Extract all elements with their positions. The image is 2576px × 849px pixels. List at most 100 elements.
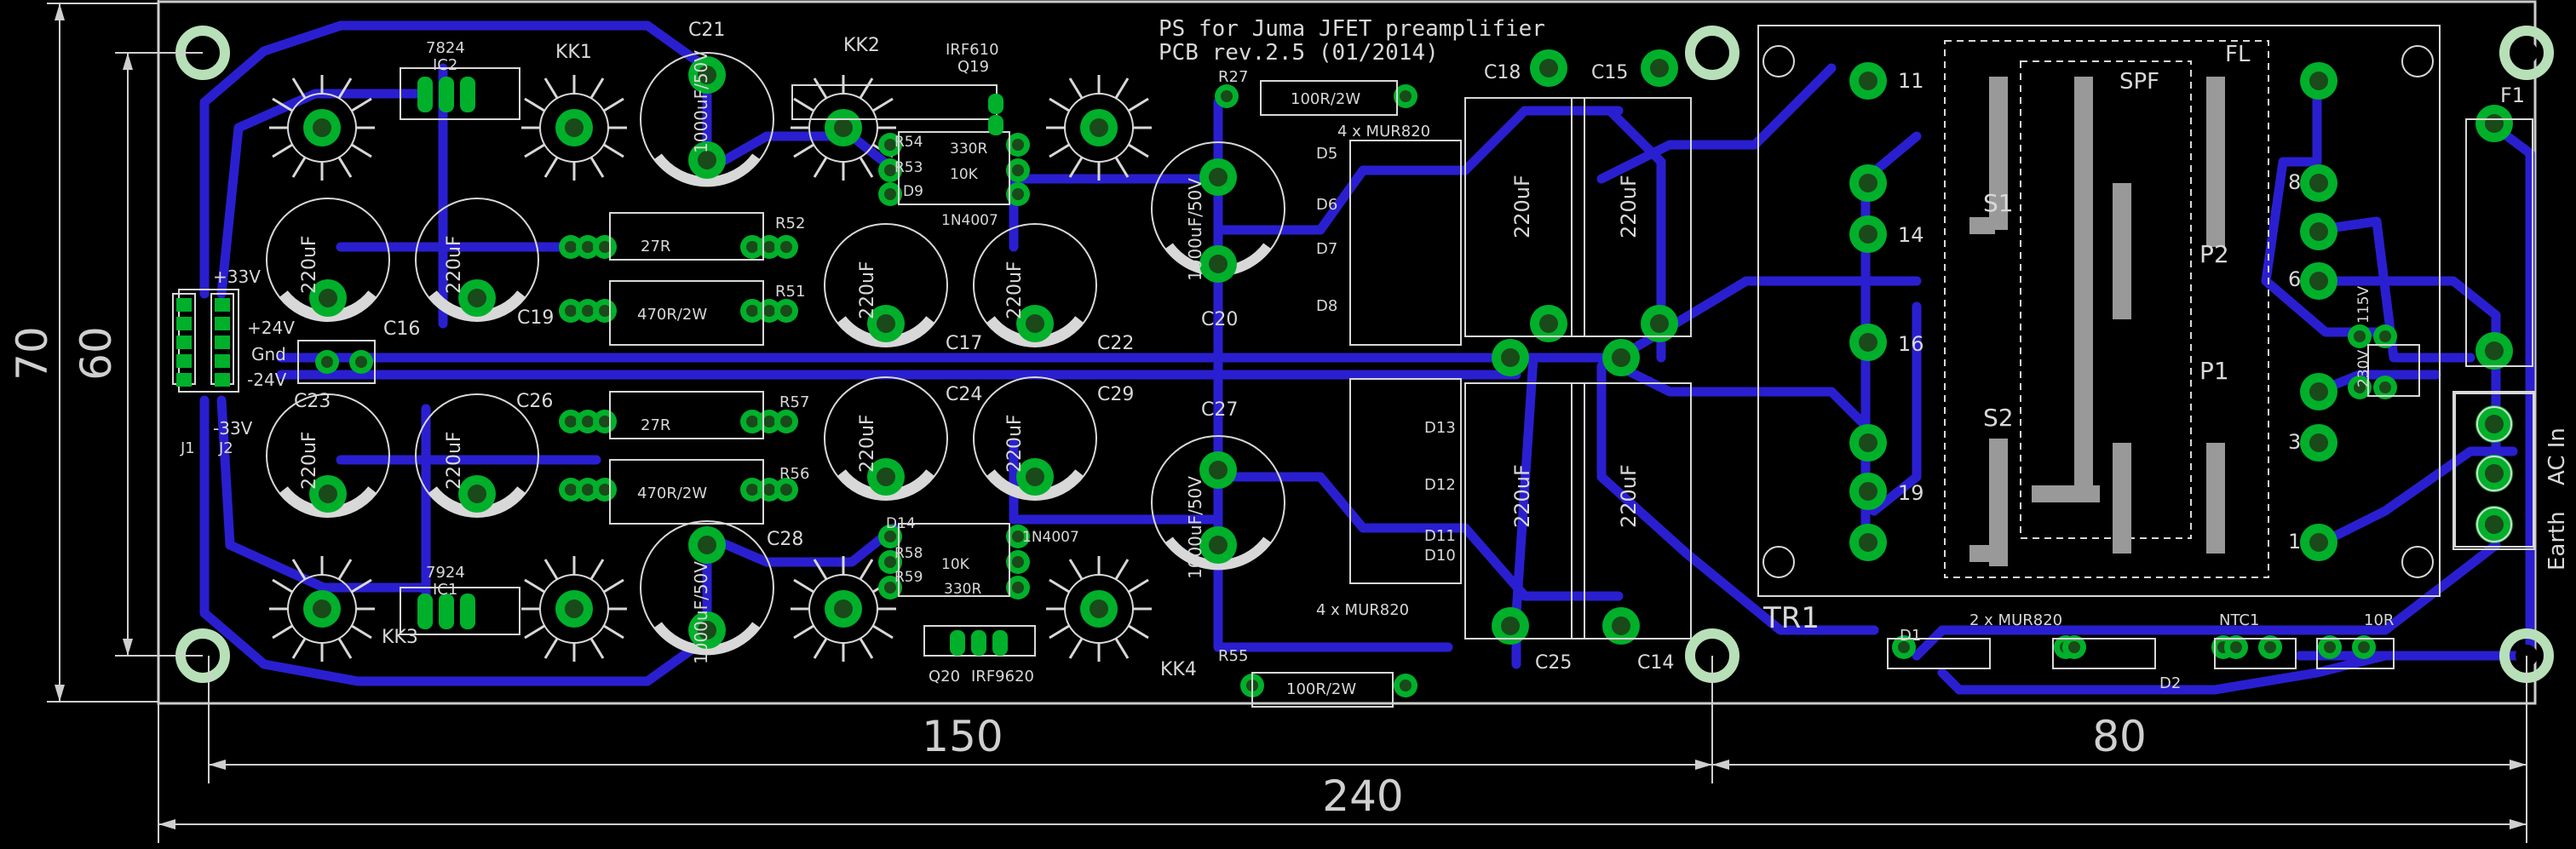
- label-kk4: KK4: [1160, 659, 1197, 680]
- label-d12: D12: [1424, 476, 1456, 494]
- label-230v: 230V: [2355, 350, 2372, 387]
- label-p33: +33V: [213, 267, 261, 287]
- ic-footprints: [178, 67, 2535, 708]
- label-mur-bottom: 4 x MUR820: [1316, 601, 1409, 619]
- label-gnd: Gnd: [251, 344, 286, 364]
- label-kk3: KK3: [382, 627, 418, 648]
- label-r54: R54: [894, 134, 923, 151]
- label-spf: SPF: [2119, 69, 2159, 95]
- label-c21-val: 1000uF/50V: [691, 50, 711, 153]
- label-c19: C19: [517, 307, 554, 329]
- label-d1: D1: [1900, 627, 1921, 645]
- label-ic1-type: 7924: [426, 564, 465, 582]
- dim-width-right: 80: [2092, 712, 2147, 761]
- label-c21: C21: [688, 20, 725, 41]
- label-c18: C18: [1484, 62, 1521, 83]
- label-330r-top: 330R: [950, 141, 987, 158]
- label-d5: D5: [1316, 145, 1337, 163]
- label-pin3: 3: [2288, 430, 2301, 454]
- label-ic2-type: 7824: [426, 39, 465, 57]
- label-d14: D14: [886, 515, 916, 532]
- label-cap-c25: 220uF: [1510, 464, 1534, 528]
- label-470r-bottom: 470R/2W: [637, 485, 707, 502]
- label-cap-c24: 220uF: [857, 414, 878, 473]
- label-mur-top: 4 x MUR820: [1337, 123, 1430, 141]
- label-c17: C17: [946, 333, 982, 354]
- label-pin14: 14: [1898, 223, 1924, 247]
- dimension-arrows: [55, 3, 2527, 829]
- dim-width-left: 150: [922, 712, 1003, 761]
- label-cap-c18: 220uF: [1510, 175, 1534, 238]
- ic-pads: [417, 77, 1008, 656]
- header-j1-j2: [172, 293, 234, 387]
- label-c29: C29: [1097, 384, 1134, 405]
- label-10r: 10R: [2364, 611, 2394, 629]
- label-c25: C25: [1535, 652, 1572, 674]
- label-c20: C20: [1201, 309, 1238, 330]
- label-c27: C27: [1201, 399, 1238, 421]
- label-f1: F1: [2500, 83, 2525, 107]
- label-10k-top: 10K: [950, 166, 979, 183]
- label-ic1: IC1: [433, 581, 457, 599]
- label-d13: D13: [1424, 419, 1456, 437]
- label-r52: R52: [775, 215, 805, 232]
- label-r27: R27: [1218, 68, 1248, 86]
- label-p2: P2: [2199, 240, 2229, 268]
- label-d10: D10: [1424, 547, 1456, 565]
- ac-connector: [2454, 393, 2534, 548]
- dim-height-inner: 60: [72, 326, 121, 381]
- label-pin16: 16: [1898, 332, 1924, 356]
- label-j1: J1: [180, 439, 195, 457]
- copper-traces: [199, 20, 2535, 695]
- label-c28: C28: [767, 529, 803, 550]
- transformer-tr1: [1757, 25, 2441, 597]
- label-c20-val: 1000uF/50V: [1185, 178, 1205, 281]
- label-cap-c17: 220uF: [857, 261, 878, 319]
- label-r57: R57: [779, 393, 809, 411]
- label-cap-c26: 220uF: [444, 235, 465, 294]
- label-q20: Q20: [929, 668, 960, 686]
- label-s2: S2: [1983, 404, 2014, 432]
- label-cap-c14: 220uF: [1617, 464, 1641, 528]
- label-r58: R58: [894, 545, 923, 562]
- label-pin6: 6: [2288, 267, 2301, 291]
- label-cap-c15: 220uF: [1617, 175, 1641, 238]
- label-pin1: 1: [2288, 530, 2301, 554]
- label-r56: R56: [779, 465, 809, 483]
- label-cap-c22b: 220uF: [1004, 261, 1026, 319]
- label-c27-val: 1000uF/50V: [1185, 476, 1205, 579]
- label-c22: C22: [1097, 333, 1134, 354]
- dim-height-outer: 70: [8, 326, 57, 381]
- label-c26: C26: [516, 391, 553, 412]
- label-ic2: IC2: [433, 56, 457, 74]
- label-cap-c29: 220uF: [1004, 414, 1026, 473]
- label-tr1: TR1: [1762, 601, 1820, 635]
- label-d6: D6: [1316, 196, 1337, 214]
- label-cap-c22: 220uF: [299, 235, 320, 294]
- label-c16: C16: [383, 318, 420, 340]
- label-cap-c23: 220uF: [299, 431, 320, 490]
- label-10k-bottom: 10K: [941, 556, 970, 573]
- label-s1: S1: [1983, 189, 2014, 217]
- label-r53: R53: [894, 159, 923, 176]
- label-p1: P1: [2199, 357, 2229, 385]
- label-d11: D11: [1424, 527, 1456, 545]
- title-line2: PCB rev.2.5 (01/2014): [1159, 40, 1439, 66]
- label-115v: 115V: [2355, 286, 2372, 324]
- label-q20-type: IRF9620: [971, 668, 1034, 686]
- label-j2: J2: [218, 439, 233, 457]
- label-kk2: KK2: [843, 35, 880, 56]
- label-c15: C15: [1591, 62, 1628, 83]
- label-c23: C23: [294, 391, 331, 412]
- label-m33: -33V: [213, 418, 253, 439]
- label-470r-top: 470R/2W: [637, 306, 707, 324]
- label-ac-in: AC In: [2544, 427, 2570, 485]
- label-earth: Earth: [2544, 511, 2570, 571]
- label-pin11: 11: [1898, 69, 1924, 93]
- label-p24: +24V: [247, 318, 295, 338]
- label-pin19: 19: [1898, 481, 1924, 505]
- label-27r-top: 27R: [641, 238, 670, 255]
- label-r55-val: 100R/2W: [1286, 680, 1356, 698]
- label-cap-c26b: 220uF: [444, 431, 465, 490]
